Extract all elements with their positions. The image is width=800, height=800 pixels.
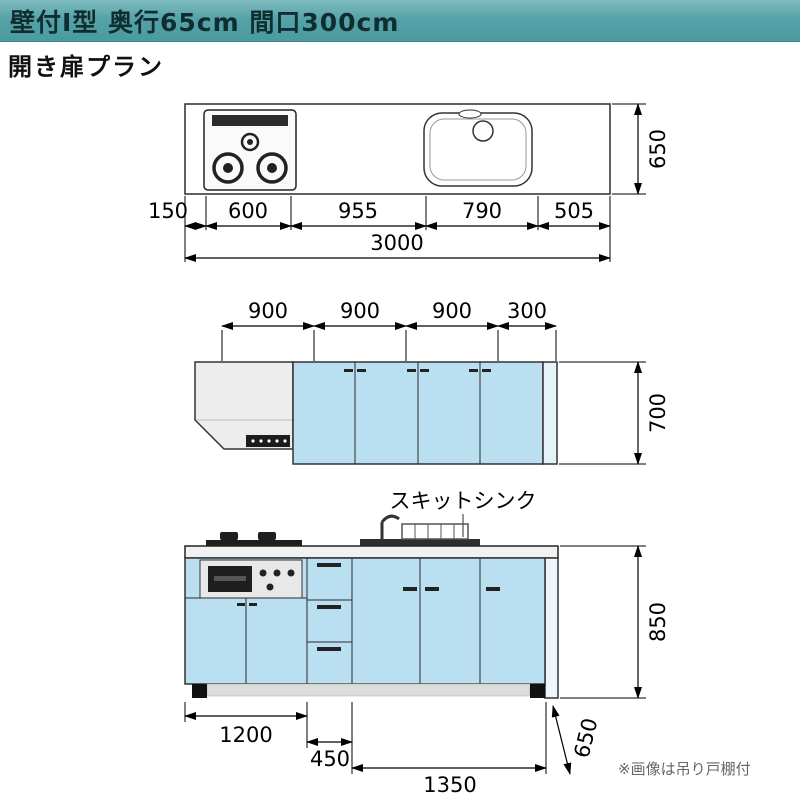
- base-cabinet-view: スキットシンク: [184, 489, 751, 797]
- hood-button: [283, 439, 287, 443]
- dim-base-1350: 1350: [423, 773, 476, 797]
- burner-right: [256, 152, 288, 184]
- door-handle: [237, 603, 245, 606]
- door-handle: [425, 587, 439, 591]
- footnote: ※画像は吊り戸棚付: [618, 760, 751, 778]
- extension-lines: [221, 330, 557, 361]
- burner-left-center: [223, 163, 233, 173]
- wall-height-dimension: 700: [559, 361, 670, 465]
- wall-cabinet-view: 900 900 900 300: [194, 299, 670, 465]
- faucet-spout: [380, 514, 400, 523]
- dim-seg-505: 505: [554, 199, 594, 223]
- range-hood: [194, 361, 294, 450]
- stove-knob: [259, 569, 267, 577]
- gas-cooktop-top-view: [203, 109, 297, 191]
- dim-plan-depth: 650: [646, 129, 670, 169]
- hood-button: [259, 439, 263, 443]
- door-handle: [249, 603, 257, 606]
- dish-rack: [401, 523, 469, 540]
- kitchen-diagram: 650 150 600 955 7: [148, 103, 751, 797]
- dim-base-450: 450: [310, 747, 350, 771]
- dim-wall-900c: 900: [432, 299, 472, 323]
- plan-segment-dimensions: 150 600 955 790 505 3000: [148, 196, 611, 262]
- dim-seg-790: 790: [462, 199, 502, 223]
- sink-and-faucet-profile: [360, 514, 480, 546]
- plan-view: 650 150 600 955 7: [148, 103, 670, 262]
- cabinet-foot-left: [192, 684, 207, 698]
- dim-wall-300: 300: [507, 299, 547, 323]
- dim-wall-900b: 900: [340, 299, 380, 323]
- dim-seg-150: 150: [148, 199, 188, 223]
- range-hood-body: [194, 361, 294, 450]
- base-height-dimension: 850: [560, 545, 670, 699]
- drawer-handle: [317, 647, 341, 651]
- wall-end-panel: [542, 361, 558, 465]
- wall-cabinets: [292, 361, 558, 465]
- burner-right-center: [267, 163, 277, 173]
- burner-small: [240, 132, 260, 152]
- cabinet-foot-right: [530, 684, 545, 698]
- wall-cabinet-handles: [344, 369, 491, 372]
- dim-seg-955: 955: [338, 199, 378, 223]
- plinth-and-feet: [192, 683, 545, 698]
- hood-button: [251, 439, 255, 443]
- cooktop-profile: [206, 532, 302, 546]
- door-handle: [486, 587, 500, 591]
- burner-small-center: [247, 139, 253, 145]
- header-bar: 壁付I型 奥行65cm 間口300cm: [0, 0, 800, 42]
- base-countertop: [184, 545, 559, 559]
- dim-base-height-850: 850: [646, 602, 670, 642]
- stove-front-panel: [199, 559, 303, 599]
- stove-knob: [266, 583, 274, 591]
- dim-wall-900a: 900: [248, 299, 288, 323]
- door-handle: [403, 587, 417, 591]
- header-title: 壁付I型 奥行65cm 間口300cm: [10, 7, 400, 37]
- sink-drain-hole: [472, 120, 494, 142]
- sink-callout-label: スキットシンク: [390, 489, 537, 513]
- dim-base-depth-650: 650: [570, 716, 603, 761]
- sink-rim-profile: [360, 539, 480, 546]
- hood-button: [275, 439, 279, 443]
- depth-dimension-line: [551, 705, 572, 775]
- base-left-doors: [185, 597, 307, 684]
- base-end-panel: [544, 557, 559, 699]
- dim-base-1200: 1200: [219, 723, 272, 747]
- dim-seg-600: 600: [228, 199, 268, 223]
- toe-kick: [206, 683, 531, 697]
- plan-depth-dimension: 650: [612, 103, 670, 195]
- dim-total-3000: 3000: [370, 231, 423, 255]
- dim-wall-height-700: 700: [646, 393, 670, 433]
- stove-knob: [273, 569, 281, 577]
- plan-subtitle: 開き扉プラン: [8, 53, 164, 81]
- sink-bowl: [429, 118, 527, 181]
- base-sink-doors: [403, 558, 500, 684]
- stove-knob: [287, 569, 295, 577]
- sink-top-view: [423, 109, 533, 187]
- faucet-mount: [458, 109, 482, 119]
- drawer-handle: [317, 605, 341, 609]
- base-bottom-dimensions: 1200 450 1350 650: [184, 702, 603, 797]
- burner-left: [212, 152, 244, 184]
- grill-slot: [214, 576, 246, 581]
- cooktop-grill-slot: [212, 115, 288, 126]
- wall-dimensions-top: 900 900 900 300: [221, 299, 557, 361]
- base-drawer-stack: [306, 558, 353, 684]
- drawer-handle: [317, 563, 341, 567]
- hood-button: [267, 439, 271, 443]
